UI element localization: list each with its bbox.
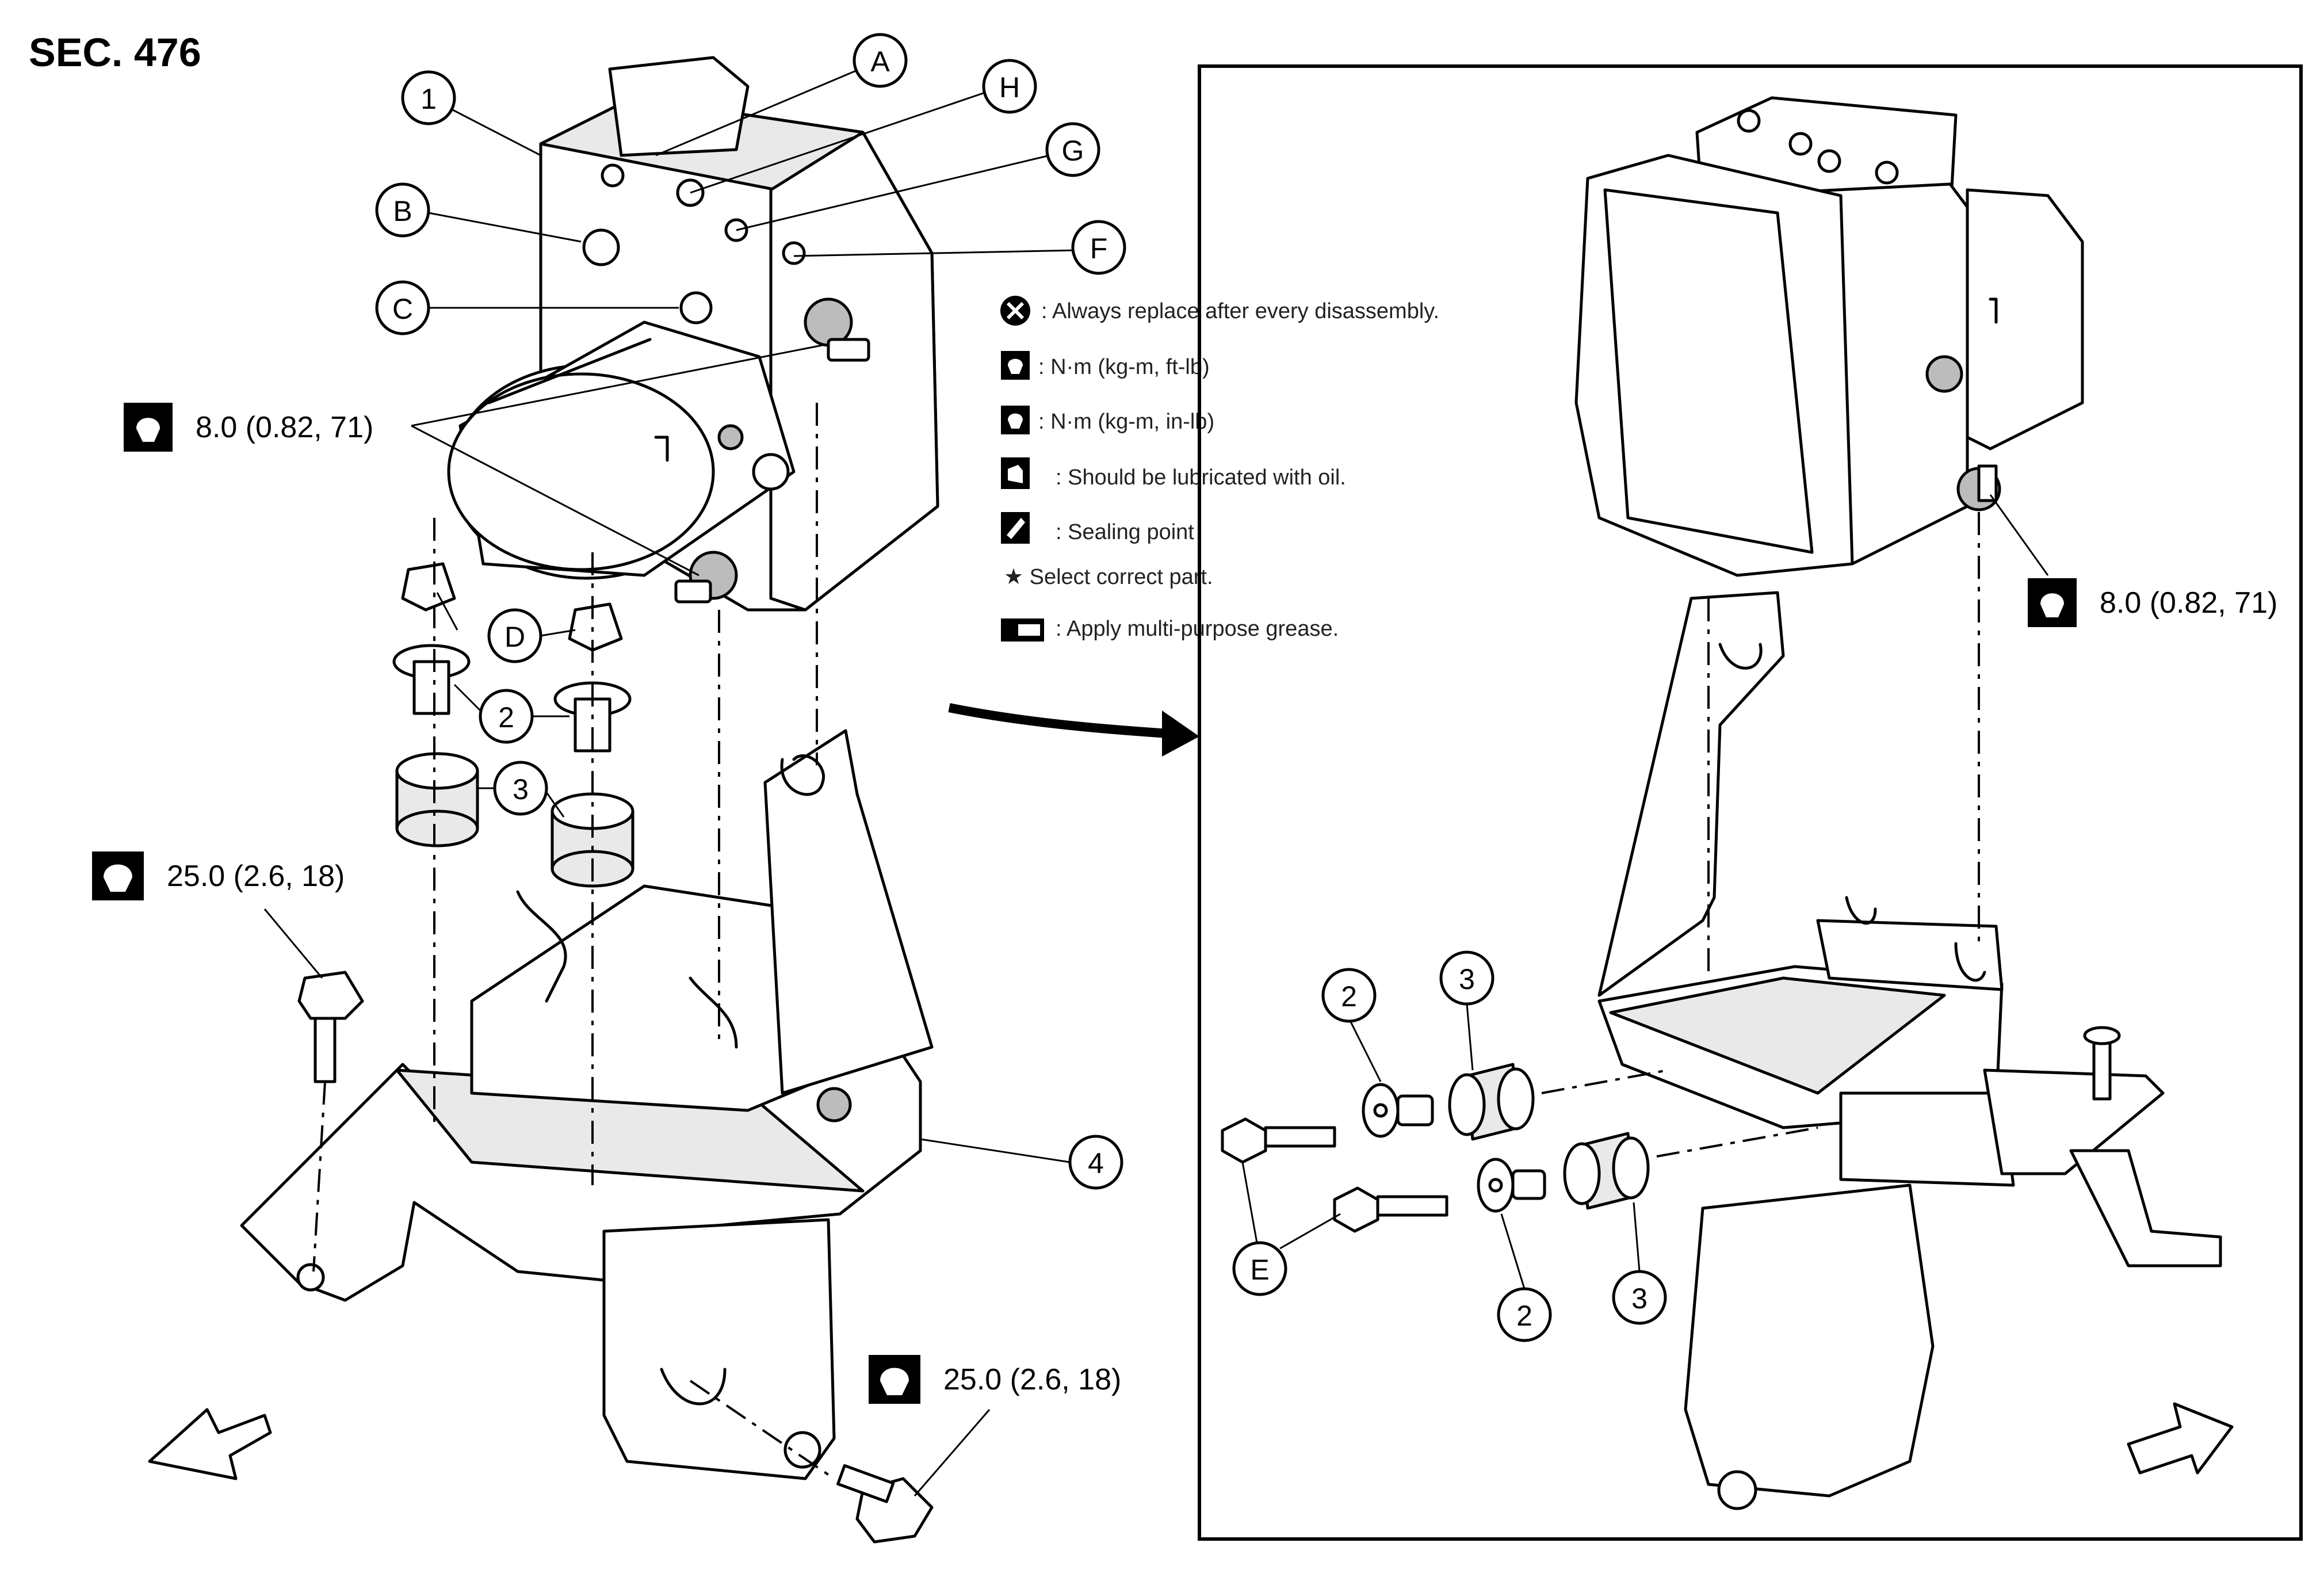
front-arrow-icon-left [148, 1408, 272, 1480]
detail-pointer-arrow [948, 703, 1199, 757]
callout-C: C [392, 293, 413, 325]
callout-part-2-right-lower: 2 [1516, 1300, 1532, 1332]
callout-part-3-right-upper: 3 [1459, 963, 1475, 995]
callout-part-3-left: 3 [513, 773, 529, 805]
callout-F: F [1090, 232, 1108, 265]
legend-text-inlb: : N·m (kg-m, in-lb) [1038, 410, 1214, 434]
callout-B: B [393, 195, 412, 227]
callout-G: G [1062, 135, 1084, 167]
torque-value-bolt-lower: 25.0 (2.6, 18) [943, 1363, 1121, 1396]
detail-view-frame [1198, 64, 2303, 1541]
torque-spec-nut-right: 8.0 (0.82, 71) [1989, 494, 2277, 627]
callout-part-1: 1 [421, 83, 437, 115]
torque-spec-bolt-upper: 25.0 (2.6, 18) [92, 851, 345, 979]
legend-text-grease: : Apply multi-purpose grease. [1056, 617, 1339, 641]
torque-value-nut-left: 8.0 (0.82, 71) [196, 411, 373, 444]
actuator-unit-left [447, 56, 939, 612]
callout-part-3-right-lower: 3 [1631, 1282, 1648, 1315]
left-exploded-view [148, 56, 939, 1544]
legend-text-sealant: : Sealing point [1056, 520, 1194, 544]
callout-E: E [1250, 1254, 1269, 1286]
callouts-right: 2 3 2 3 E [1232, 950, 1667, 1342]
symbol-legend: : Always replace after every disassembly… [1000, 296, 1439, 642]
legend-text-ftlb: : N·m (kg-m, ft-lb) [1038, 355, 1210, 379]
legend-text-star: ★ Select correct part. [1004, 565, 1213, 589]
callout-part-2-left: 2 [498, 701, 514, 734]
callout-D: D [504, 621, 525, 653]
bracket-bolts-left [297, 971, 934, 1544]
torque-value-bolt-upper: 25.0 (2.6, 18) [167, 860, 345, 893]
right-detail-view [1221, 96, 2234, 1510]
front-arrow-icon-right [2127, 1402, 2234, 1475]
arrow-head-icon [1162, 711, 1199, 757]
torque-value-nut-right: 8.0 (0.82, 71) [2100, 586, 2277, 620]
callout-H: H [999, 71, 1020, 104]
legend-text-replace: : Always replace after every disassembly… [1041, 299, 1439, 323]
torque-spec-nut-left: 8.0 (0.82, 71) [124, 344, 823, 576]
torque-spec-bolt-lower: 25.0 (2.6, 18) [869, 1355, 1121, 1496]
bracket-left [240, 729, 934, 1480]
callouts-left: 1 A H G F B C D 2 3 4 [375, 33, 1126, 1190]
callout-part-4: 4 [1088, 1147, 1104, 1179]
callout-part-2-right-upper: 2 [1341, 980, 1357, 1013]
section-label: SEC. 476 [29, 30, 201, 75]
callout-A: A [870, 45, 890, 78]
